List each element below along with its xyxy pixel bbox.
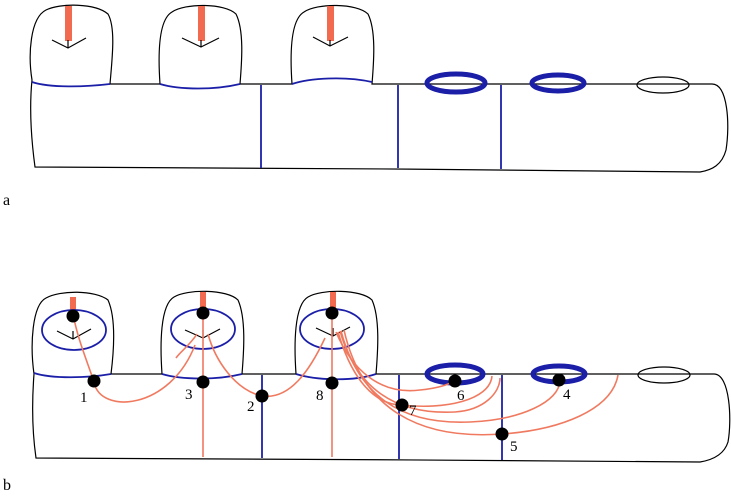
panel-a-surface-outline: [29, 4, 729, 173]
panel-a-v-mark-1: [51, 37, 87, 49]
point-label-7: 7: [409, 403, 417, 419]
point-label-3: 3: [185, 387, 193, 403]
panel-a-diagram: [29, 4, 729, 173]
panel-b-red-bar-2: [200, 292, 206, 317]
panel-b-surface-outline: [31, 290, 731, 463]
arc-handle2-left: [175, 333, 198, 359]
dot-handle-3: [325, 306, 339, 320]
panel-a-red-bar-1: [65, 6, 72, 41]
dot-point-5: [495, 427, 509, 441]
dot-point-6: [448, 374, 462, 388]
point-label-1: 1: [80, 390, 88, 406]
dot-point-1: [87, 374, 101, 388]
dot-point-7: [395, 398, 409, 412]
dot-point-2: [255, 389, 269, 403]
point-label-2: 2: [247, 399, 255, 415]
panel-a-red-bar-2: [198, 6, 205, 41]
panel-b-diagram: 1 2 3 4 5 6 7 8: [31, 290, 731, 463]
panel-b-dots: [66, 306, 566, 441]
panel-a-red-bar-3: [327, 6, 334, 41]
arc-handle3-extra: [339, 330, 501, 413]
arc-handle3-to-p5: [343, 329, 503, 436]
panel-a-v-mark-2: [181, 37, 220, 48]
panel-a-label: a: [3, 192, 11, 209]
panel-b-hole-3: [637, 366, 691, 384]
dot-point-3: [196, 375, 210, 389]
point-label-8: 8: [316, 388, 324, 404]
dot-handle-1: [66, 309, 80, 323]
arc-handle3-to-p7: [337, 331, 403, 406]
point-label-4: 4: [563, 387, 571, 403]
panel-b-label: b: [3, 477, 11, 494]
panel-b-arcs: [72, 313, 619, 457]
panel-a-blue-curve-2: [159, 83, 241, 90]
point-label-6: 6: [457, 388, 465, 404]
panel-a-v-mark-3: [312, 36, 349, 47]
panel-b-point-labels: 1 2 3 4 5 6 7 8: [80, 387, 571, 455]
panel-b-red-bar-1: [70, 297, 76, 321]
arc-handle2-to-p2: [207, 333, 263, 397]
arc-p5-right: [501, 374, 619, 435]
panel-a-blue-hole-2: [529, 72, 587, 94]
panel-a-blue-curve-3: [291, 77, 373, 85]
arc-p1-to-p3: [93, 344, 196, 403]
panel-a-blue-hole-1: [424, 71, 488, 95]
arc-p2-to-handle3: [261, 337, 326, 398]
dot-point-8: [325, 376, 339, 390]
arc-p7-to-ring: [401, 375, 493, 408]
dot-point-4: [552, 373, 566, 387]
panel-a-blue-curve-1: [31, 81, 111, 88]
panel-a-hole-3: [636, 76, 690, 94]
panel-b-red-bar-3: [330, 292, 336, 316]
point-label-5: 5: [510, 439, 518, 455]
panel-b-blue-curve-1: [33, 372, 112, 379]
dot-handle-2: [196, 306, 210, 320]
panel-b-v-mark-1: [56, 328, 92, 340]
